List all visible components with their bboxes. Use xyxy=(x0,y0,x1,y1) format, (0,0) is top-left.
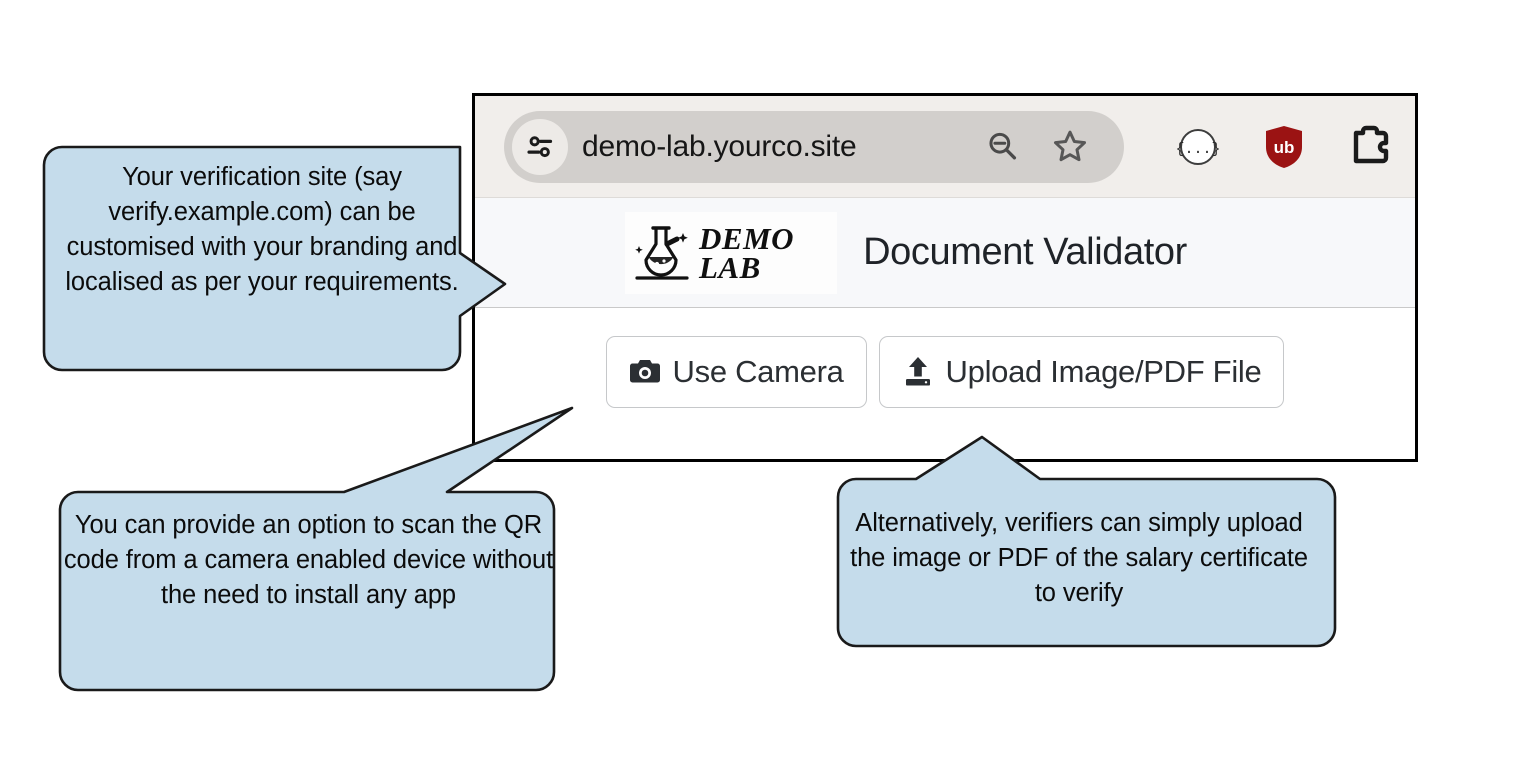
address-bar-url[interactable]: demo-lab.yourco.site xyxy=(582,130,857,163)
page-title: Document Validator xyxy=(863,231,1187,273)
magnifier-minus-icon xyxy=(989,132,1017,160)
zoom-out-button[interactable] xyxy=(984,128,1022,166)
extensions-menu-button[interactable] xyxy=(1347,123,1393,171)
svg-text:ub: ub xyxy=(1274,138,1295,157)
flask-icon xyxy=(635,226,689,280)
site-header: DEMO LAB Document Validator xyxy=(475,198,1415,308)
browser-window: demo-lab.yourco.site xyxy=(472,93,1418,462)
callout-upload-text: Alternatively, verifiers can simply uplo… xyxy=(850,509,1308,607)
callout-upload-shape xyxy=(836,435,1337,648)
use-camera-button-label: Use Camera xyxy=(672,354,844,389)
svg-text:{...}: {...} xyxy=(1175,141,1220,158)
upload-icon xyxy=(905,357,930,386)
address-bar[interactable]: demo-lab.yourco.site xyxy=(504,111,1124,183)
ublock-origin-extension-button[interactable]: ub xyxy=(1261,123,1307,171)
callout-camera-shape xyxy=(58,406,574,692)
ublock-origin-shield-icon: ub xyxy=(1266,126,1302,168)
site-content-area: Use Camera Upload Image/PDF File xyxy=(475,308,1415,459)
star-outline-icon xyxy=(1054,130,1086,162)
brand-line-2: LAB xyxy=(699,250,761,285)
browser-toolbar: demo-lab.yourco.site xyxy=(475,96,1415,198)
upload-file-button-label: Upload Image/PDF File xyxy=(945,354,1262,389)
sliders-icon xyxy=(527,136,553,158)
extensions-puzzle-icon xyxy=(1353,125,1389,164)
callout-camera-text: You can provide an option to scan the QR… xyxy=(63,511,554,609)
upload-file-button[interactable]: Upload Image/PDF File xyxy=(878,336,1285,408)
browser-extensions-tray: {...} ub xyxy=(1175,96,1393,198)
json-viewer-icon: {...} xyxy=(1175,129,1221,165)
brand-line-1: DEMO xyxy=(699,220,795,256)
site-settings-button[interactable] xyxy=(512,119,568,175)
use-camera-button[interactable]: Use Camera xyxy=(605,336,867,408)
brand-wordmark: DEMO LAB xyxy=(699,220,795,285)
callout-branding-shape xyxy=(42,145,507,372)
camera-icon xyxy=(629,360,660,383)
callout-branding-text: Your verification site (say verify.examp… xyxy=(65,163,459,296)
bookmark-button[interactable] xyxy=(1050,127,1090,167)
address-bar-actions xyxy=(984,127,1124,167)
brand-logo: DEMO LAB xyxy=(625,212,837,294)
json-viewer-extension-button[interactable]: {...} xyxy=(1175,124,1221,170)
